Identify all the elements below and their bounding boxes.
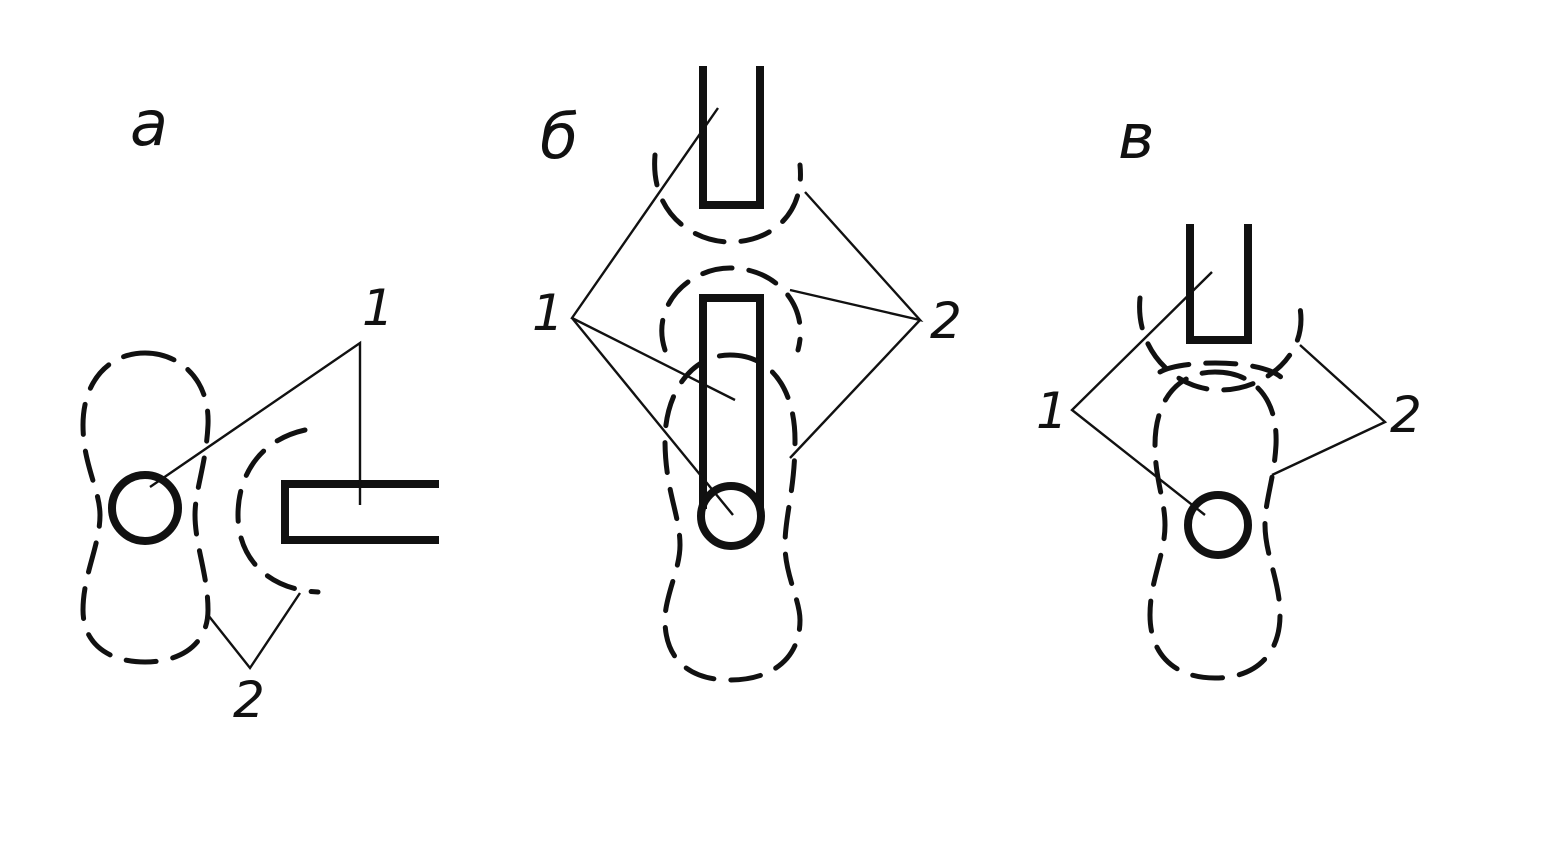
panel-c-label-1: 1 xyxy=(1036,382,1068,440)
panel-b-leader-1a xyxy=(570,107,736,402)
panel-b-leader-1b xyxy=(571,317,734,516)
panel-a-letter: а xyxy=(130,87,168,160)
panel-b-slot-circle xyxy=(697,482,765,550)
panel-c-leader-2 xyxy=(1271,344,1388,477)
panel-b-lower-dashed-contour xyxy=(662,352,803,683)
panel-b-middle-dashed-oval xyxy=(659,265,803,353)
panel-b-upper-dashed-arc xyxy=(652,152,803,245)
panel-b-upper-u-element xyxy=(699,66,764,209)
panel-b-label-1: 1 xyxy=(532,284,564,342)
panel-c-circle xyxy=(1184,491,1252,559)
panel-a: а 1 2 xyxy=(80,87,439,729)
panel-b: б 1 2 xyxy=(532,66,962,683)
panel-c-inner-dashed-arc xyxy=(1157,360,1285,381)
panel-a-leader-1 xyxy=(149,340,362,505)
panel-b-label-2: 2 xyxy=(930,292,962,350)
panel-b-slot-element xyxy=(699,294,764,509)
panel-c-upper-u-element xyxy=(1186,224,1252,344)
panel-a-leader-2 xyxy=(207,592,301,671)
panel-a-dashed-arc xyxy=(235,427,321,595)
panel-c: в 1 2 xyxy=(1036,100,1422,681)
panel-c-upper-dashed-arc xyxy=(1137,295,1304,393)
panel-a-dashed-contour-left xyxy=(80,350,211,665)
panel-c-label-2: 2 xyxy=(1390,386,1422,444)
panel-b-leader-2a xyxy=(789,191,924,323)
panel-a-label-2: 2 xyxy=(233,671,265,729)
panel-a-circle xyxy=(108,471,182,545)
panel-c-dashed-contour xyxy=(1147,369,1283,681)
panel-c-leader-1 xyxy=(1070,271,1213,516)
panel-b-leader-2b xyxy=(789,319,921,459)
panel-a-label-1: 1 xyxy=(362,279,394,337)
panel-b-letter: б xyxy=(540,100,578,173)
panel-c-letter: в xyxy=(1118,100,1155,173)
